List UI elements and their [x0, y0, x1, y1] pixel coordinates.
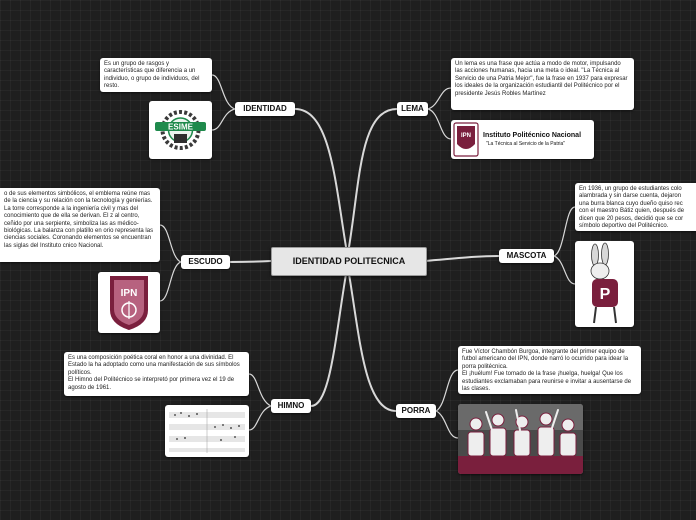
ipn-banner-subtitle: "La Técnica al Servicio de la Patria"	[486, 141, 565, 147]
link-himno-note	[248, 373, 272, 407]
link-lema-image	[427, 108, 452, 140]
link-himno	[310, 273, 347, 407]
link-porra-note	[435, 369, 459, 412]
note-himno: Es una composición poética coral en hono…	[64, 352, 249, 396]
link-escudo	[229, 260, 272, 263]
sheet-music-image	[165, 405, 249, 457]
ipn-shield-image: IPN	[98, 272, 160, 333]
link-escudo-note	[159, 224, 182, 263]
topic-escudo[interactable]: ESCUDO	[181, 255, 230, 269]
football-team-photo-image	[458, 404, 583, 474]
link-mascota-note	[553, 206, 576, 257]
central-topic[interactable]: IDENTIDAD POLITECNICA	[271, 247, 427, 276]
esime-logo-text: ESIME	[168, 123, 194, 132]
topic-porra[interactable]: PORRA	[396, 404, 436, 418]
link-escudo-image	[159, 261, 182, 302]
link-lema-note	[427, 87, 452, 110]
link-identidad	[294, 108, 347, 248]
topic-lema[interactable]: LEMA	[397, 102, 428, 116]
note-escudo: o de sus elementos simbólicos, el emblem…	[0, 188, 160, 262]
ipn-banner-title: Instituto Politécnico Nacional	[483, 132, 581, 139]
link-porra-image	[435, 410, 459, 439]
ipn-shield-text: IPN	[121, 288, 138, 299]
esime-logo-image: ESIME	[149, 101, 212, 159]
topic-himno[interactable]: HIMNO	[271, 399, 311, 413]
note-identidad: Es un grupo de rasgos y características …	[100, 58, 212, 92]
topic-mascota[interactable]: MASCOTA	[499, 249, 554, 263]
note-porra: Fue Víctor Chambón Burgoa, integrante de…	[458, 346, 641, 394]
link-identidad-image	[211, 108, 236, 131]
link-mascota	[424, 255, 500, 262]
burro-mascot-image: P	[575, 241, 634, 327]
burro-jersey-letter: P	[600, 286, 611, 303]
link-porra	[348, 273, 397, 412]
link-mascota-image	[553, 255, 576, 285]
note-lema: Un lema es una frase que actúa a modo de…	[451, 58, 634, 110]
ipn-banner-image: IPN Instituto Politécnico Nacional "La T…	[451, 120, 594, 159]
link-himno-image	[248, 405, 272, 431]
topic-identidad[interactable]: IDENTIDAD	[235, 102, 295, 116]
ipn-badge-text: IPN	[461, 133, 471, 139]
note-mascota: En 1936, un grupo de estudiantes colo al…	[575, 183, 696, 231]
link-identidad-note	[211, 74, 236, 110]
link-lema	[348, 108, 398, 248]
